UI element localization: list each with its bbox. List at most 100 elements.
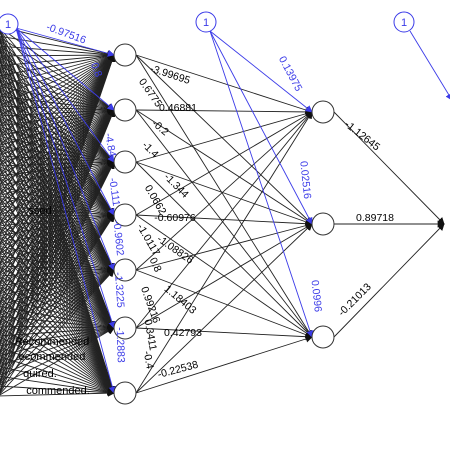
bias-edge-l1 — [15, 27, 115, 111]
bias-weight-label: 0.02516 — [297, 160, 313, 199]
edges-layer — [0, 26, 445, 397]
edge-input-l1 — [0, 54, 116, 392]
edge-input-l1 — [0, 269, 115, 346]
edge-input-l1 — [0, 54, 116, 343]
edge-input-l1 — [0, 305, 115, 331]
bias-weight-label: -0.111 — [106, 177, 122, 207]
edge-l1-l2 — [135, 335, 313, 394]
edge-input-l1 — [0, 54, 115, 146]
edge-input-l1 — [0, 237, 115, 394]
edge-input-l1 — [0, 54, 116, 382]
edge-input-l1 — [0, 109, 115, 205]
edge-input-l1 — [0, 187, 115, 329]
bias-node — [0, 13, 19, 35]
bias-edge-out — [409, 30, 450, 101]
edge-input-l1 — [0, 54, 115, 214]
edge-input-l1 — [0, 54, 115, 224]
weight-label: -1.4 — [140, 139, 161, 160]
edge-input-l1 — [0, 108, 115, 146]
edge-input-l1 — [0, 54, 115, 333]
edge-input-l1 — [0, 52, 115, 67]
edge-input-l1 — [0, 109, 115, 196]
edge-input-l1 — [0, 385, 115, 397]
edge-input-l1 — [0, 277, 115, 394]
edge-input-l1 — [0, 266, 115, 329]
weight-label: 0.46881 — [159, 102, 197, 114]
edge-input-l1 — [0, 54, 116, 353]
edge-input-l1 — [0, 45, 115, 59]
bias-weight-label: -1.2883 — [114, 327, 127, 363]
edge-l1-l2 — [135, 110, 313, 163]
weight-label: 0.3411 — [142, 318, 159, 351]
edge-input-l1 — [0, 325, 115, 347]
edge-input-l1 — [0, 217, 115, 329]
edge-input-l1 — [0, 109, 115, 186]
edge-input-l1 — [0, 54, 115, 274]
edge-input-l1 — [0, 109, 115, 176]
edge-input-l1 — [0, 267, 115, 297]
neuron-node — [311, 100, 335, 124]
edge-input-l1 — [0, 54, 115, 254]
edge-l1-l2 — [135, 327, 313, 341]
edge-input-l1 — [0, 268, 115, 316]
edge-l1-l2 — [135, 161, 313, 226]
edge-input-l1 — [0, 297, 115, 394]
edge-input-l1 — [0, 54, 116, 372]
edge-input-l1 — [0, 389, 115, 397]
weight-label: 1.18403 — [162, 283, 199, 317]
input-label: Recommended — [15, 336, 90, 348]
edge-input-l1 — [0, 324, 115, 337]
neuron-node — [113, 150, 137, 174]
edge-input-l1 — [0, 326, 115, 366]
edge-l1-l2 — [135, 111, 313, 329]
edge-l1-l2 — [135, 108, 313, 116]
edge-input-l1 — [0, 178, 115, 394]
edge-input-l1 — [0, 325, 115, 356]
bias-weight-label: 0.0996 — [309, 279, 324, 312]
weight-label: -0.4 — [141, 350, 156, 370]
edge-input-l1 — [0, 53, 115, 86]
neuron-node — [113, 43, 137, 67]
edge-input-l1 — [0, 54, 115, 155]
weight-label: -1.12645 — [342, 118, 382, 153]
edge-input-l1 — [0, 266, 115, 277]
edge-input-l1 — [0, 53, 115, 96]
input-label: commended. — [26, 385, 90, 397]
neuron-node — [113, 316, 137, 340]
edge-input-l1 — [0, 54, 115, 165]
weight-label: 0.89718 — [356, 212, 394, 224]
bias-edge-l1 — [15, 27, 115, 271]
edge-input-l1 — [0, 287, 115, 394]
edge-input-l1 — [0, 161, 115, 393]
bias-weight-label: -0.9602 — [110, 220, 126, 257]
edge-input-l1 — [0, 54, 115, 136]
bias-edge-l1 — [15, 27, 116, 394]
edge-l1-l2 — [135, 109, 313, 338]
edge-input-l1 — [0, 54, 115, 313]
neuron-node — [113, 258, 137, 282]
edge-input-l1 — [0, 198, 115, 394]
bias-node-label: 1 — [203, 17, 209, 29]
edge-input-l1 — [0, 54, 115, 303]
edge-input-l1 — [0, 109, 115, 166]
edge-input-l1 — [0, 197, 115, 329]
edge-input-l1 — [0, 109, 115, 215]
edge-input-l1 — [0, 207, 115, 329]
edge-l1-l2 — [135, 223, 313, 329]
edge-input-l1 — [0, 315, 115, 331]
edge-input-l1 — [0, 35, 115, 58]
edge-l1-l2 — [135, 269, 313, 339]
edge-input-l1 — [0, 246, 115, 329]
neuron-node — [311, 212, 335, 236]
edge-input-l1 — [0, 54, 115, 175]
edge-input-l1 — [0, 54, 115, 116]
edge-l1-l2 — [135, 54, 313, 338]
edge-input-l1 — [0, 54, 115, 126]
edge-l1-l2 — [135, 222, 313, 271]
weight-label: -0.21013 — [336, 281, 374, 319]
edge-input-l1 — [0, 54, 115, 264]
edge-input-l1 — [0, 375, 115, 396]
edge-l1-l2 — [135, 161, 313, 338]
